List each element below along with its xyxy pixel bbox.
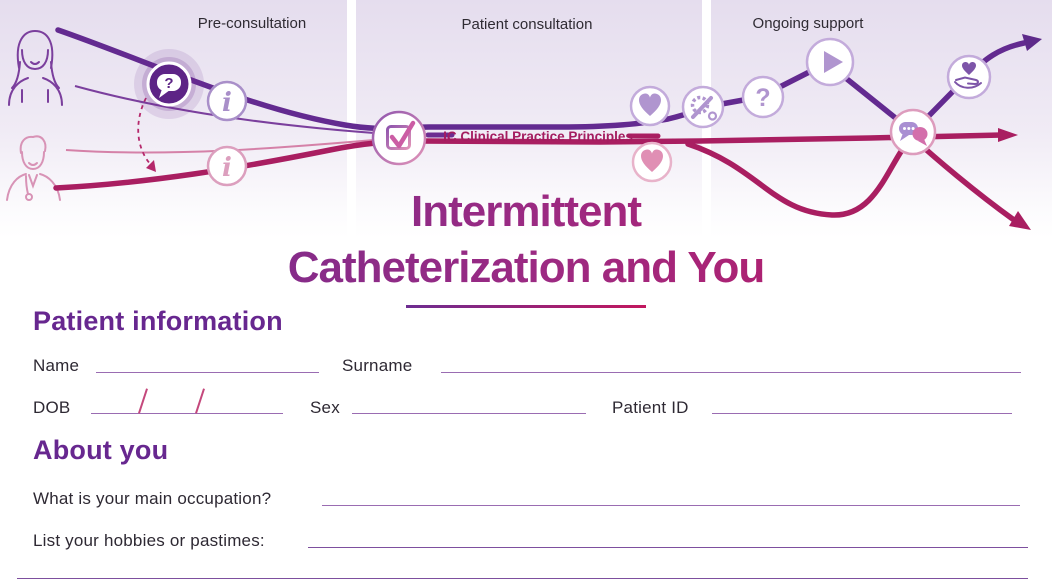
patient-information-heading: Patient information [33, 306, 283, 336]
dob-label: DOB [33, 398, 71, 417]
arrow-icon [1009, 211, 1031, 230]
name-field-line[interactable] [96, 372, 319, 373]
patient-id-field-line[interactable] [712, 413, 1012, 414]
checklist-icon [371, 110, 427, 166]
heart-icon [631, 141, 673, 183]
sex-field-line[interactable] [352, 413, 586, 414]
hand-heart-icon [946, 54, 992, 100]
sex-label: Sex [310, 398, 340, 417]
principles-banner: IC Clinical Practice Principles [425, 129, 661, 144]
crimson-valley-pathway [685, 133, 1031, 230]
title-line-1: Intermittent [411, 187, 641, 236]
svg-text:?: ? [164, 75, 173, 92]
dob-field-line[interactable] [91, 413, 283, 414]
arrow-icon [1022, 34, 1042, 51]
patient-id-label: Patient ID [612, 398, 689, 417]
info-icon: i [206, 145, 248, 187]
question-bubble-icon: ? [134, 49, 204, 119]
svg-text:i: i [222, 153, 232, 183]
principles-banner-label: IC Clinical Practice Principles [443, 129, 633, 144]
surname-label: Surname [342, 356, 413, 375]
hobbies-continuation-line[interactable] [17, 578, 1028, 579]
hobbies-question-label: List your hobbies or pastimes: [33, 531, 265, 550]
occupation-field-line[interactable] [322, 505, 1020, 506]
name-label: Name [33, 356, 80, 375]
occupation-question-label: What is your main occupation? [33, 489, 272, 508]
chat-icon [889, 108, 937, 156]
heart-icon [629, 85, 671, 127]
document-title: Intermittent Catheterization and You [0, 184, 1052, 308]
dob-separator-slash [195, 388, 205, 414]
title-underline [406, 305, 646, 308]
clinician-icon [6, 135, 61, 201]
arrow-icon [998, 128, 1018, 142]
svg-text:i: i [222, 88, 232, 118]
question-icon: ? [741, 75, 785, 119]
hobbies-field-line[interactable] [308, 547, 1028, 548]
title-line-2: Catheterization and You [287, 243, 765, 292]
patient-icon [8, 29, 63, 106]
journey-diagram: Pre-consultation Patient consultation On… [0, 0, 1052, 240]
stage-label-patient-consultation: Patient consultation [462, 16, 593, 33]
info-icon: i [206, 80, 248, 122]
dob-separator-slash [138, 388, 148, 414]
about-you-heading: About you [33, 435, 169, 465]
surname-field-line[interactable] [441, 372, 1021, 373]
dashed-arrow-icon [137, 97, 156, 172]
stage-label-pre-consultation: Pre-consultation [198, 15, 306, 32]
svg-text:?: ? [755, 84, 770, 112]
stage-label-ongoing-support: Ongoing support [753, 15, 865, 32]
tools-icon [681, 85, 725, 129]
play-icon [805, 37, 855, 87]
